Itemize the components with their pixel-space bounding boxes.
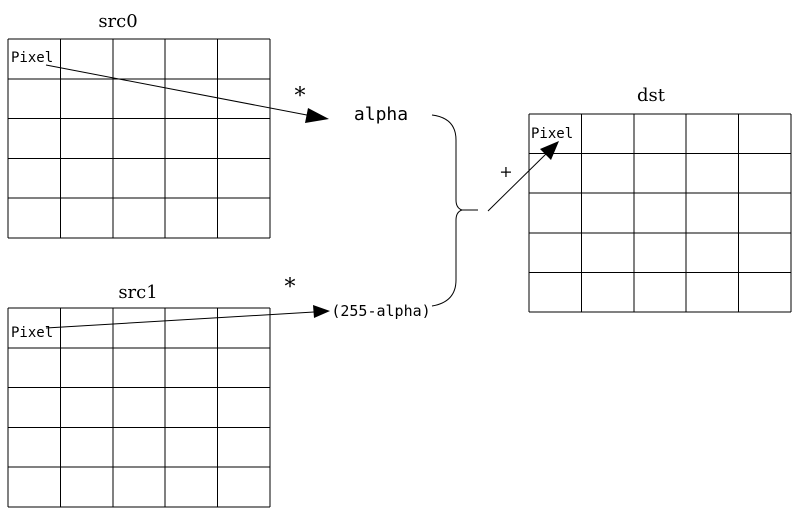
- dst-pixel-label: Pixel: [531, 126, 573, 142]
- src0-title: src0: [98, 11, 137, 32]
- src0-to-alpha-arrowhead: [305, 108, 329, 123]
- multiply-operator-bottom: *: [285, 275, 296, 300]
- src1-to-inverse-alpha-arrow: [45, 311, 315, 329]
- src1-grid: [7, 307, 271, 508]
- src1-title: src1: [118, 282, 157, 303]
- src0-grid: [7, 38, 271, 239]
- sum-to-dst-arrowhead: [540, 141, 559, 160]
- src1-pixel-label: Pixel: [11, 325, 53, 341]
- add-operator: +: [499, 162, 512, 181]
- src1-to-inverse-alpha-arrowhead: [313, 305, 330, 318]
- inverse-alpha-factor: (255-alpha): [331, 302, 430, 320]
- multiply-operator-top: *: [295, 84, 306, 109]
- dst-title: dst: [637, 85, 666, 106]
- sum-brace: [431, 114, 478, 307]
- dst-grid: [528, 113, 792, 313]
- alpha-factor: alpha: [354, 104, 408, 125]
- sum-to-dst-arrow: [487, 151, 549, 212]
- src0-to-alpha-arrow: [45, 64, 313, 117]
- src0-pixel-label: Pixel: [11, 50, 53, 66]
